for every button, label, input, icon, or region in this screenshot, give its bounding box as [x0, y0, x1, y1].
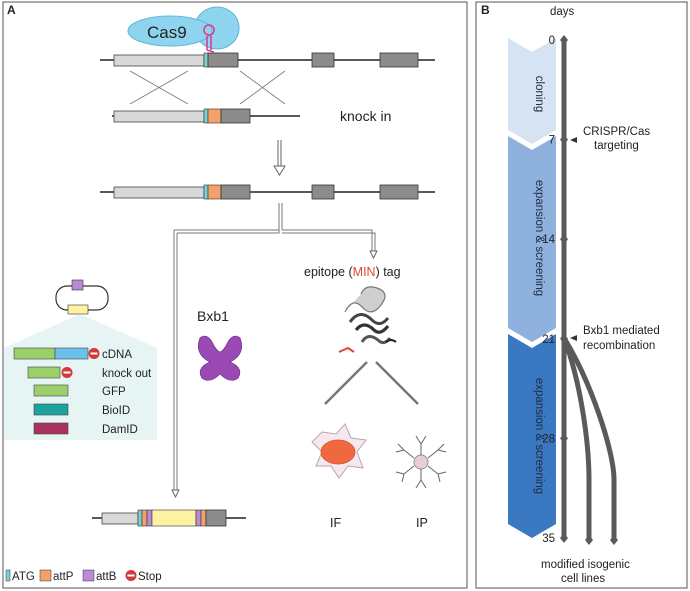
epitope-arrow-icon [369, 250, 378, 260]
cassette-label-cdna: cDNA [102, 349, 132, 361]
event-crispr: CRISPR/Cas targeting [570, 126, 650, 152]
tick-label-7: 7 [549, 135, 555, 147]
phase-cloning [508, 38, 556, 144]
phase-label-cloning: cloning [533, 76, 545, 112]
tick-label-21: 21 [542, 334, 555, 346]
cassette-gfp [33, 384, 69, 397]
if-cell-icon [311, 423, 367, 479]
event-bxb1-line1: Bxb1 mediated [583, 325, 660, 337]
cassette-label-knockout: knock out [102, 368, 152, 380]
phase-expansion-1 [508, 136, 556, 342]
cassette-cdna [13, 347, 100, 360]
cas9-label: Cas9 [147, 23, 187, 42]
if-label: IF [330, 516, 341, 530]
branch-endpoints [585, 535, 618, 545]
genomic-locus-1 [100, 52, 435, 68]
tick-diamond-28 [560, 433, 568, 444]
event-crispr-line2: targeting [594, 140, 639, 152]
phase-label-expansion-1: expansion & screening [533, 180, 545, 296]
footer-line1: modified isogenic [541, 559, 630, 571]
panel-a-letter: A [7, 3, 16, 17]
timeline-ticks: 0 7 14 21 28 35 [542, 35, 568, 545]
panel-a-frame [2, 1, 468, 589]
bxb1-arrow-icon [171, 489, 180, 499]
ip-bead-icon [395, 435, 447, 489]
cas9-complex [127, 6, 240, 53]
epitope-prefix: epitope ( [304, 265, 353, 279]
cassette-list [13, 347, 100, 435]
knock-in-label: knock in [340, 108, 391, 124]
legend: ATG attP attB Stop [5, 569, 162, 583]
donor-plasmid-icon [55, 279, 109, 315]
tick-diamond-21 [560, 333, 568, 344]
donor-template [112, 108, 300, 124]
bxb1-integrase-icon [197, 335, 243, 381]
tick-diamond-7 [560, 134, 568, 145]
footer-line2: cell lines [561, 573, 605, 585]
tick-diamond-0 [560, 35, 568, 45]
event-crispr-line1: CRISPR/Cas [583, 126, 650, 138]
cassette-label-damid: DamID [102, 424, 138, 436]
tick-diamond-14 [560, 234, 568, 245]
tick-label-35: 35 [542, 533, 555, 545]
event-bxb1-line2: recombination [583, 340, 655, 352]
tick-diamond-35 [560, 533, 568, 543]
homologous-recombination-cross [129, 70, 286, 105]
guide-rna-icon [206, 36, 212, 50]
legend-attb: attB [96, 571, 117, 583]
epitope-min: MIN [353, 265, 376, 279]
legend-atg-swatch [5, 569, 11, 582]
bxb1-label: Bxb1 [197, 308, 229, 324]
timeline [561, 38, 617, 540]
tick-label-28: 28 [542, 433, 555, 445]
tick-label-0: 0 [549, 35, 555, 47]
days-label: days [550, 6, 575, 18]
phase-label-expansion-2: expansion & screening [533, 378, 545, 494]
cassette-bioid [33, 403, 69, 416]
recombined-locus [92, 509, 246, 527]
panel-b-frame [475, 1, 688, 589]
ip-label: IP [416, 516, 428, 530]
phase-expansion-2 [508, 334, 556, 538]
protein-structure-icon [338, 286, 397, 353]
legend-atg: ATG [12, 571, 35, 583]
cassette-damid [33, 422, 69, 435]
legend-stop: Stop [138, 571, 162, 583]
down-arrow-icon [273, 140, 286, 176]
genomic-locus-modified [100, 184, 435, 200]
cassette-label-bioid: BioID [102, 405, 130, 417]
panel-b-letter: B [481, 3, 490, 17]
legend-attb-swatch [82, 569, 95, 582]
legend-attp-swatch [39, 569, 52, 582]
legend-attp: attP [53, 571, 74, 583]
epitope-suffix: ) tag [376, 265, 401, 279]
split-lines [324, 361, 419, 405]
tick-label-14: 14 [542, 234, 555, 246]
cassette-label-gfp: GFP [102, 386, 126, 398]
epitope-label: epitope (MIN) tag [304, 265, 401, 279]
cassette-knockout [27, 366, 73, 379]
branch-lines [173, 203, 376, 490]
event-bxb1: Bxb1 mediated recombination [570, 325, 660, 352]
